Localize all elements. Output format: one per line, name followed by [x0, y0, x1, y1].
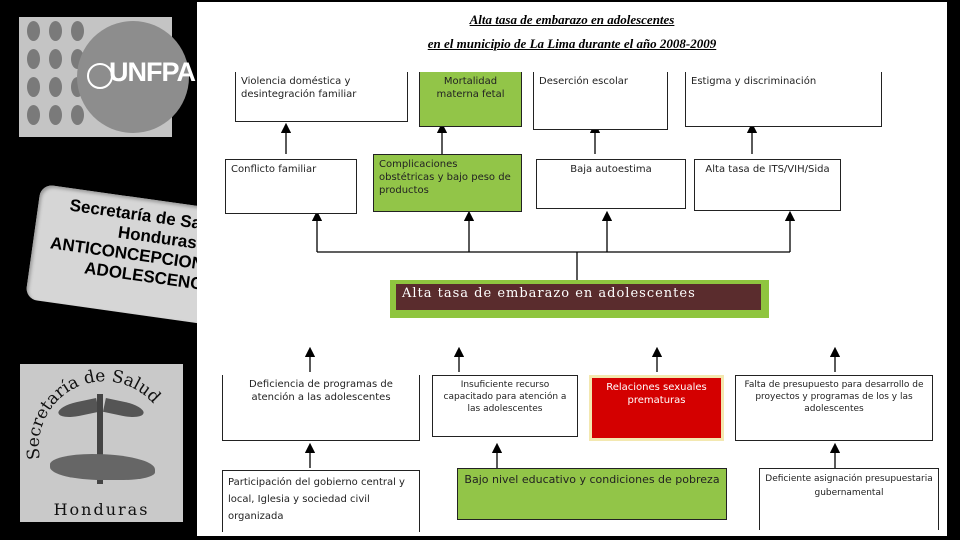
effect-box-desercion: Deserción escolar — [533, 72, 668, 130]
logo-dot — [49, 21, 62, 41]
cause-box-deficiencia: Deficiencia de programas de atención a l… — [222, 375, 420, 441]
caduceus-icon — [97, 394, 103, 484]
effect-box-mortalidad: Mortalidad materna fetal — [419, 72, 522, 127]
cause-box-participacion: Participación del gobierno central y loc… — [222, 470, 420, 532]
logo-dot — [27, 77, 40, 97]
effect-box-conflicto: Conflicto familiar — [225, 159, 357, 214]
logo-dot — [27, 105, 40, 125]
diagram-title-line-2: en el municipio de La Lima durante el añ… — [427, 36, 717, 51]
unfpa-logo-text: UNFPA — [109, 57, 196, 87]
effect-label: Mortalidad materna fetal — [436, 76, 505, 100]
cause-box-relaciones: Relaciones sexuales prematuras — [589, 375, 724, 441]
cause-label: Deficiencia de programas de atención a l… — [249, 379, 393, 403]
problem-tree-panel: Alta tasa de embarazo en adolescentes en… — [197, 2, 947, 536]
cause-label: Participación del gobierno central y loc… — [228, 477, 405, 522]
logo-dot — [49, 77, 62, 97]
effect-box-estigma: Estigma y discriminación — [685, 72, 882, 127]
cause-box-asignacion: Deficiente asignación presupuestaria gub… — [759, 468, 939, 530]
cause-box-presupuesto: Falta de presupuesto para desarrollo de … — [735, 375, 933, 441]
effect-label: Complicaciones obstétricas y bajo peso d… — [379, 159, 511, 196]
effect-label: Conflicto familiar — [231, 164, 317, 175]
cause-label: Insuficiente recurso capacitado para ate… — [443, 380, 567, 414]
logo-dot — [27, 49, 40, 69]
effect-label: Alta tasa de ITS/VIH/Sida — [705, 164, 830, 175]
logo-dot — [27, 21, 40, 41]
cause-box-educativo: Bajo nivel educativo y condiciones de po… — [457, 468, 727, 520]
logo-dot — [71, 21, 84, 41]
central-problem-box: Alta tasa de embarazo en adolescentes — [390, 280, 769, 318]
central-problem-label: Alta tasa de embarazo en adolescentes — [402, 286, 696, 301]
effect-box-complicaciones: Complicaciones obstétricas y bajo peso d… — [373, 154, 522, 212]
effect-box-violencia: Violencia doméstica y desintegración fam… — [235, 72, 408, 122]
effect-label: Deserción escolar — [539, 76, 629, 87]
cause-label: Deficiente asignación presupuestaria gub… — [765, 474, 933, 498]
secretaria-country-label: Honduras — [53, 500, 150, 519]
logo-dot — [49, 105, 62, 125]
central-problem-inner: Alta tasa de embarazo en adolescentes — [396, 284, 761, 310]
diagram-title-line-1: Alta tasa de embarazo en adolescentes — [469, 12, 675, 27]
effect-label: Baja autoestima — [570, 164, 652, 175]
connector-arrows — [280, 122, 841, 468]
cause-label: Bajo nivel educativo y condiciones de po… — [464, 473, 720, 486]
cause-label: Falta de presupuesto para desarrollo de … — [744, 380, 924, 414]
unfpa-logo: UNFPA — [19, 17, 196, 137]
effect-label: Estigma y discriminación — [691, 76, 817, 87]
effect-box-autoestima: Baja autoestima — [536, 159, 686, 209]
un-emblem-icon — [87, 63, 113, 89]
logo-dot — [49, 49, 62, 69]
honduras-map-icon — [50, 454, 155, 480]
effect-box-its: Alta tasa de ITS/VIH/Sida — [694, 159, 841, 211]
effect-label: Violencia doméstica y desintegración fam… — [241, 76, 357, 100]
logo-dot — [71, 105, 84, 125]
cause-box-recurso: Insuficiente recurso capacitado para ate… — [432, 375, 578, 437]
secretaria-salud-logo: Secretaría de Salud Honduras — [20, 364, 183, 522]
cause-label: Relaciones sexuales prematuras — [606, 382, 707, 406]
